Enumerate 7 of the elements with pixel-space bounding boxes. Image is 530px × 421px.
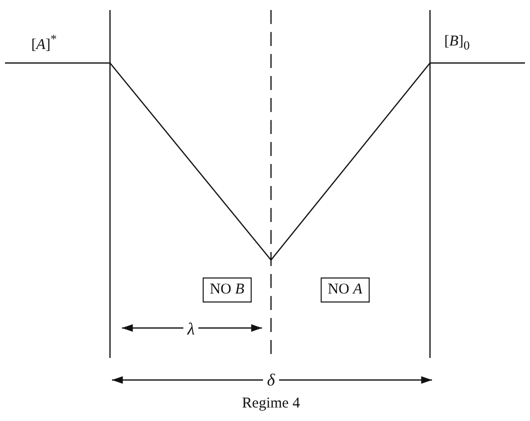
dimension-label: δ — [263, 372, 279, 388]
region-label: NO A — [320, 278, 370, 302]
caption: Regime 4 — [242, 396, 300, 412]
dimension-label: λ — [183, 320, 199, 338]
concentration-label: [A]$^{*}$ — [31, 33, 57, 53]
region-label: NO B — [202, 278, 252, 302]
concentration-label: [B]$_{0}$ — [444, 34, 470, 52]
